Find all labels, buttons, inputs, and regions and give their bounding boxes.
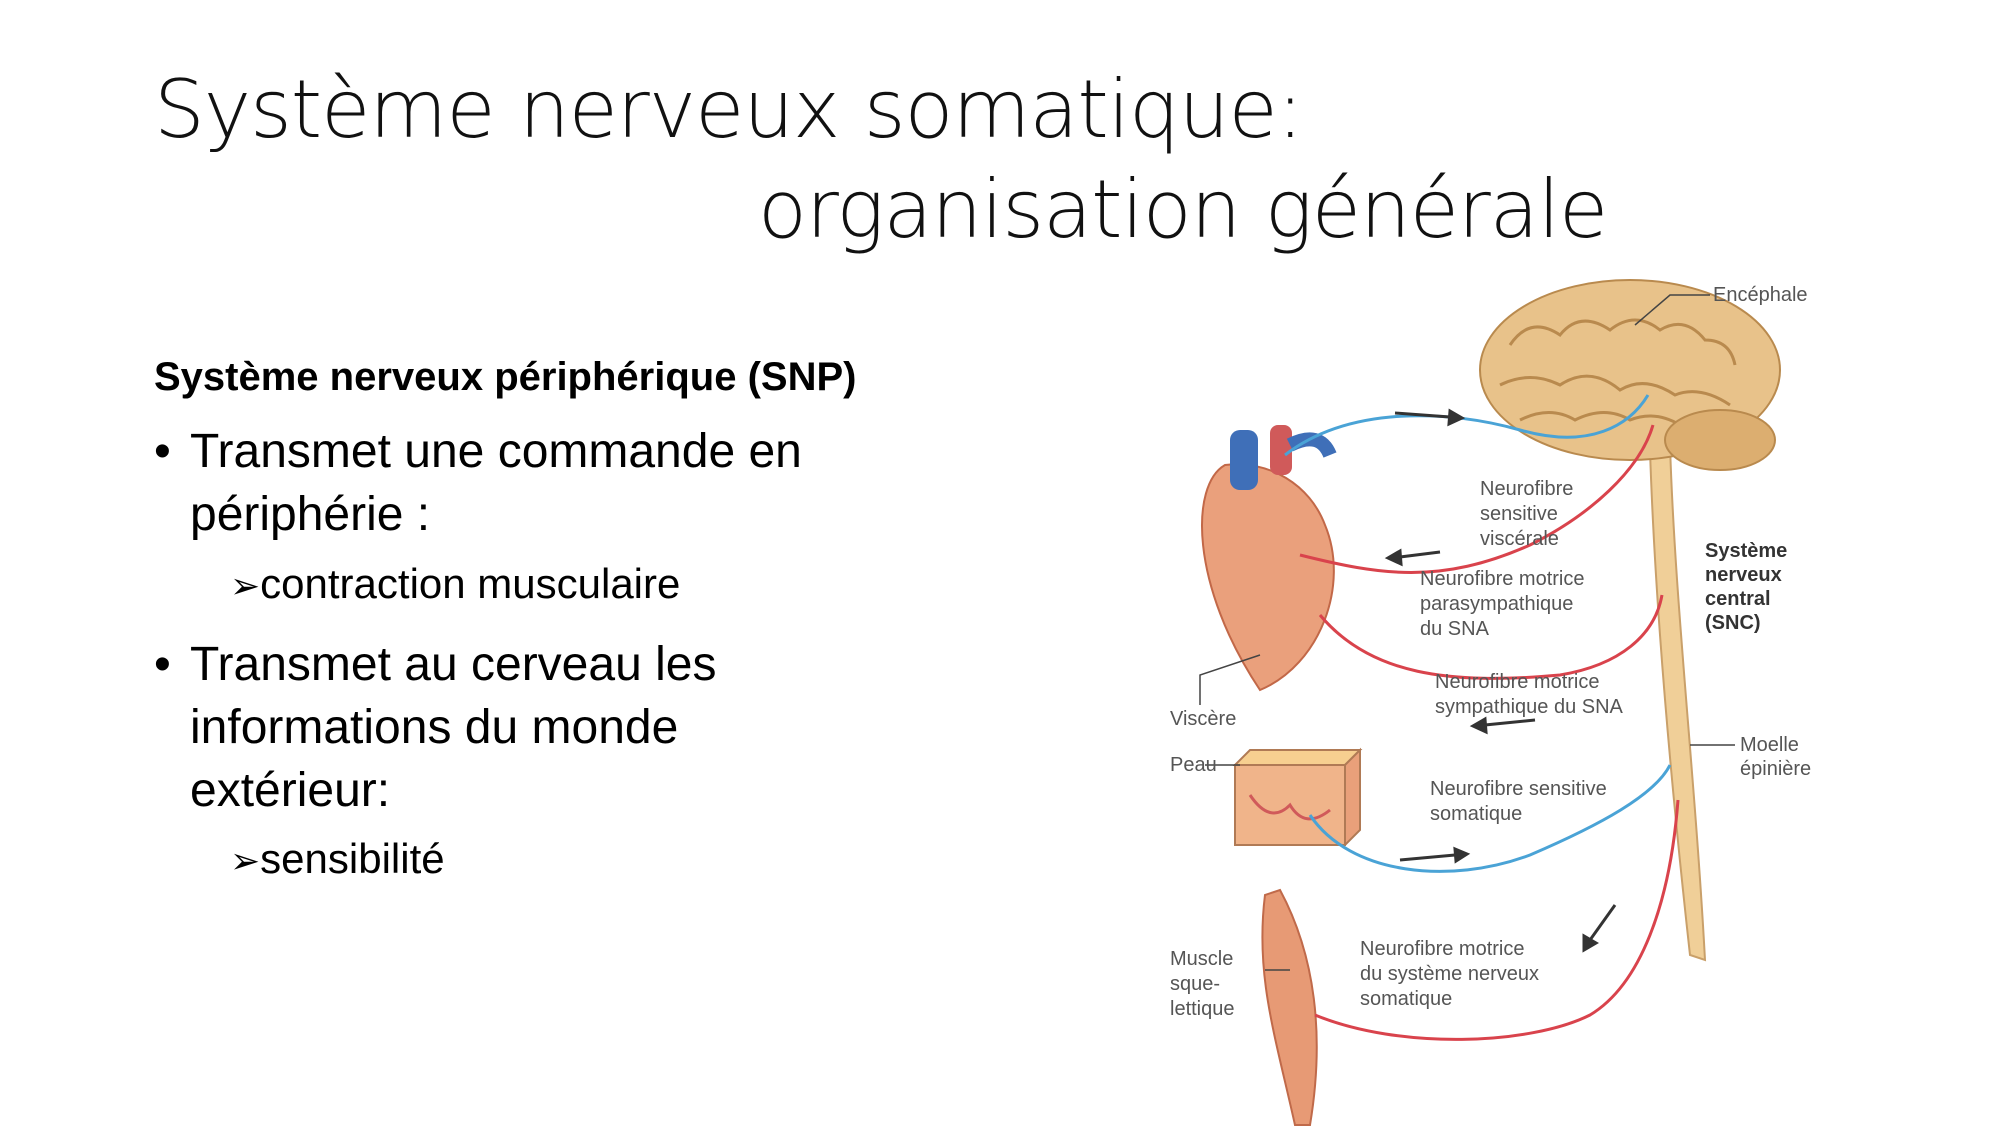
label-muscle-1: Muscle <box>1170 948 1233 970</box>
label-sym-2: sympathique du SNA <box>1435 696 1624 718</box>
label-moelle-2: épinière <box>1740 758 1811 780</box>
somatic-motor-fiber <box>1314 799 1680 1041</box>
arrow-bullet-icon: ➢ <box>230 841 261 882</box>
sympathetic-fiber <box>1318 594 1664 680</box>
arrow-bullet-icon: ➢ <box>230 566 261 607</box>
label-snc-2: nerveux <box>1705 564 1782 586</box>
bullet-2-line2: informations du monde <box>190 701 679 754</box>
sub-bullet-2: ➢sensibilité <box>230 835 445 883</box>
label-sym-1: Neurofibre motrice <box>1435 671 1600 693</box>
label-peau: Peau <box>1170 754 1217 776</box>
label-muscle-3: lettique <box>1170 998 1235 1020</box>
muscle-illustration <box>1261 888 1318 1126</box>
label-snc-1: Système <box>1705 540 1787 562</box>
sensory-visceral-fiber <box>1284 394 1650 457</box>
bullet-2-line3: extérieur: <box>190 764 391 817</box>
parasympathetic-fiber <box>1299 424 1655 574</box>
nervous-system-diagram: Encéphale Neurofibre sensitive viscérale… <box>1170 279 1811 1126</box>
label-parasym-3: du SNA <box>1420 618 1490 640</box>
label-parasym-2: parasympathique <box>1420 593 1573 615</box>
label-sens-visc-1: Neurofibre <box>1480 478 1573 500</box>
label-sens-som-2: somatique <box>1430 803 1522 825</box>
label-sens-visc-2: sensitive <box>1480 503 1558 525</box>
sensory-somatic-fiber <box>1308 764 1672 873</box>
label-motrice-som-2: du système nerveux <box>1360 963 1539 985</box>
skin-illustration <box>1232 747 1363 848</box>
bullet-dot: • <box>154 638 171 691</box>
sub-bullet-2-text: sensibilité <box>260 835 445 882</box>
bullet-2-line1: Transmet au cerveau les <box>190 638 717 691</box>
slide-title-line2: organisation générale <box>758 163 1608 256</box>
label-snc-4: (SNC) <box>1705 612 1761 634</box>
direction-arrows <box>1384 408 1617 953</box>
brain-illustration <box>1479 279 1781 471</box>
label-motrice-som-1: Neurofibre motrice <box>1360 938 1525 960</box>
label-parasym-1: Neurofibre motrice <box>1420 568 1585 590</box>
label-viscere: Viscère <box>1170 708 1236 730</box>
spinal-cord <box>1648 443 1707 962</box>
sub-bullet-1: ➢contraction musculaire <box>230 560 680 608</box>
bullet-1-line1: Transmet une commande en <box>190 425 802 478</box>
leader-lines <box>1199 294 1735 971</box>
label-encephale: Encéphale <box>1713 284 1808 306</box>
label-muscle-2: sque- <box>1170 973 1220 995</box>
label-sens-visc-3: viscérale <box>1480 528 1559 550</box>
heart-illustration <box>1201 425 1337 692</box>
sub-bullet-1-text: contraction musculaire <box>260 560 681 607</box>
section-heading: Système nerveux périphérique (SNP) <box>154 355 857 399</box>
bullet-dot: • <box>154 425 171 478</box>
label-snc-3: central <box>1705 588 1771 610</box>
slide-title-line1: Système nerveux somatique: <box>154 63 1304 156</box>
bullet-1-line2: périphérie : <box>190 488 431 541</box>
label-sens-som-1: Neurofibre sensitive <box>1430 778 1607 800</box>
label-moelle-1: Moelle <box>1740 734 1799 756</box>
label-motrice-som-3: somatique <box>1360 988 1452 1010</box>
